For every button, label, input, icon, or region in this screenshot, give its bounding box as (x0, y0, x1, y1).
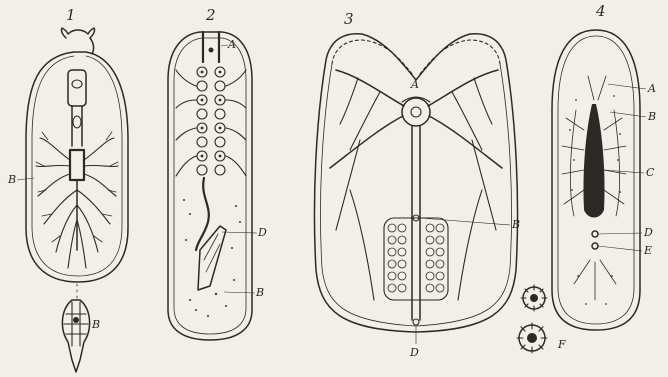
figure-2-neck (203, 32, 219, 62)
figure-3-secondary-canals (336, 78, 496, 300)
figure-3-central-duct (412, 126, 420, 320)
figure-2: 2 A (168, 6, 267, 340)
figure-1-pharynx-inner (72, 80, 82, 88)
figure-3-egg-mass (384, 218, 448, 300)
figure-4-central-column (583, 104, 604, 218)
figure-4-label-e: E (643, 244, 652, 257)
figure-1-detail-structure (64, 302, 88, 346)
figure-1-number: 1 (66, 6, 76, 24)
figure-2-speckles (183, 199, 241, 317)
figure-4-label-f: F (557, 338, 566, 351)
figure-3: 3 A B D (314, 10, 520, 359)
figure-2-cell-column (197, 67, 225, 175)
figure-2-tube (196, 178, 209, 250)
figure-3-scalloped-edge (332, 40, 500, 74)
figure-2-branches (176, 70, 246, 176)
figure-4-rosette-top (521, 285, 547, 311)
figure-2-number: 2 (205, 6, 216, 24)
figure-2-label-a: A (227, 38, 236, 51)
figure-1-detail-organ (62, 300, 89, 372)
figure-1-detail-core (73, 317, 79, 323)
figure-1-gut-chamber (70, 150, 84, 180)
figure-3-label-a: A (410, 78, 419, 91)
figure-4: 4 A B C D E (517, 2, 656, 353)
figure-4-label-d: D (643, 226, 653, 239)
figure-4-rosette-bottom (517, 323, 547, 353)
figure-2-label-d: D (257, 226, 267, 239)
figure-1: 1 B B (7, 6, 128, 372)
figure-1-detail-label-b: B (91, 318, 100, 331)
figure-4-number: 4 (595, 2, 606, 20)
figure-2-label-b: B (255, 286, 264, 299)
figure-3-label-d: D (409, 346, 419, 359)
figure-3-hub (402, 98, 430, 126)
figure-1-head (62, 28, 95, 54)
figure-4-label-a: A (647, 82, 656, 95)
figure-2-inner-margin (174, 38, 246, 334)
figure-4-pore-e (592, 243, 598, 249)
figure-4-label-c: C (646, 166, 655, 179)
figure-1-duct-swelling (73, 116, 81, 128)
figure-4-pore-d (592, 231, 598, 237)
figure-3-number: 3 (344, 10, 354, 28)
figure-1-label-b: B (7, 173, 16, 186)
figure-2-sheath-lines (204, 234, 220, 272)
figure-4-label-b: B (647, 110, 656, 123)
figure-3-label-b: B (511, 218, 520, 231)
